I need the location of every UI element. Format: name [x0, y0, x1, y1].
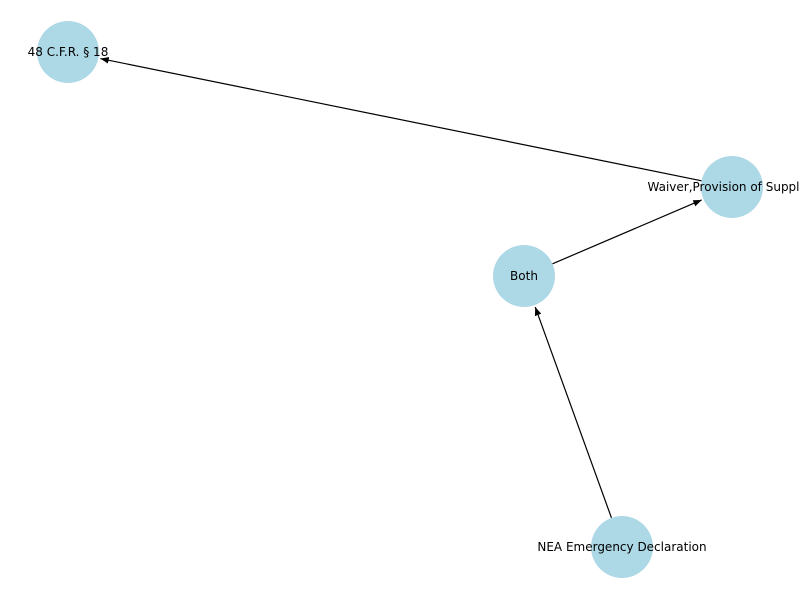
node-both [493, 245, 555, 307]
node-label-nea: NEA Emergency Declaration [537, 540, 706, 554]
edge-nea-to-both [534, 306, 613, 519]
node-nea [591, 516, 653, 578]
node-waiver [701, 156, 763, 218]
edge-both-to-waiver [552, 199, 702, 265]
node-label-waiver: Waiver,Provision of Supplies [648, 180, 800, 194]
edge-waiver-to-cfr [100, 56, 702, 182]
node-label-both: Both [510, 269, 538, 283]
node-label-cfr: 48 C.F.R. § 18 [28, 45, 109, 59]
labels-layer: 48 C.F.R. § 18 Waiver,Provision of Suppli… [28, 45, 800, 554]
edges-layer [100, 56, 702, 519]
nodes-layer [37, 21, 763, 578]
node-cfr [37, 21, 99, 83]
